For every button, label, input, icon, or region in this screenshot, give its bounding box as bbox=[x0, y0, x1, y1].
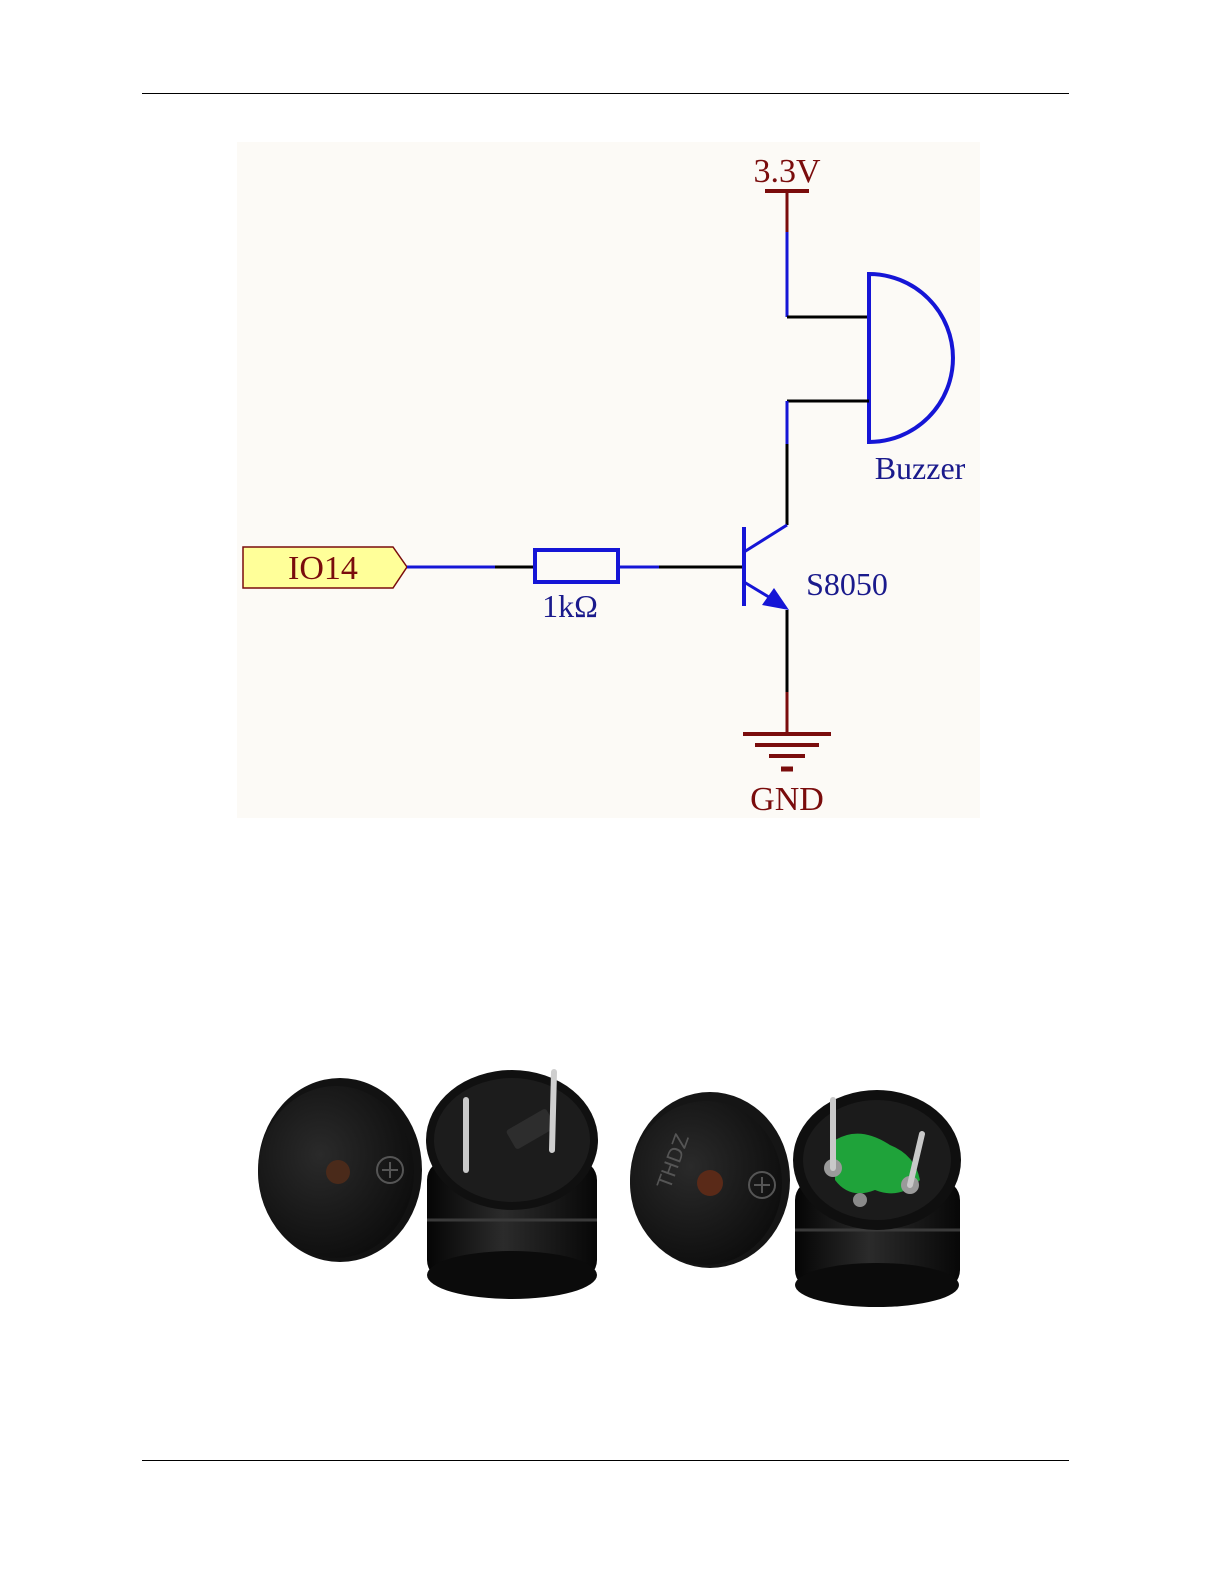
buzzer-front-view-1 bbox=[258, 1078, 422, 1262]
header-rule bbox=[142, 93, 1069, 94]
footer-rule bbox=[142, 1460, 1069, 1461]
buzzer-front-view-2: THDZ bbox=[630, 1092, 790, 1268]
buzzer-bottom-view bbox=[793, 1090, 961, 1307]
schematic-background bbox=[237, 142, 980, 818]
vcc-label: 3.3V bbox=[753, 153, 821, 190]
io14-port-label: IO14 bbox=[288, 550, 358, 587]
transistor-label: S8050 bbox=[806, 566, 888, 602]
buzzer-photo: THDZ bbox=[250, 1060, 970, 1310]
buzzer-circuit-schematic: 3.3V Buzzer IO14 1kΩ bbox=[237, 142, 980, 818]
resistor-label: 1kΩ bbox=[542, 588, 598, 624]
buzzer-top-view-1 bbox=[426, 1070, 598, 1299]
ground-label: GND bbox=[750, 781, 824, 818]
buzzer-label: Buzzer bbox=[875, 450, 966, 486]
